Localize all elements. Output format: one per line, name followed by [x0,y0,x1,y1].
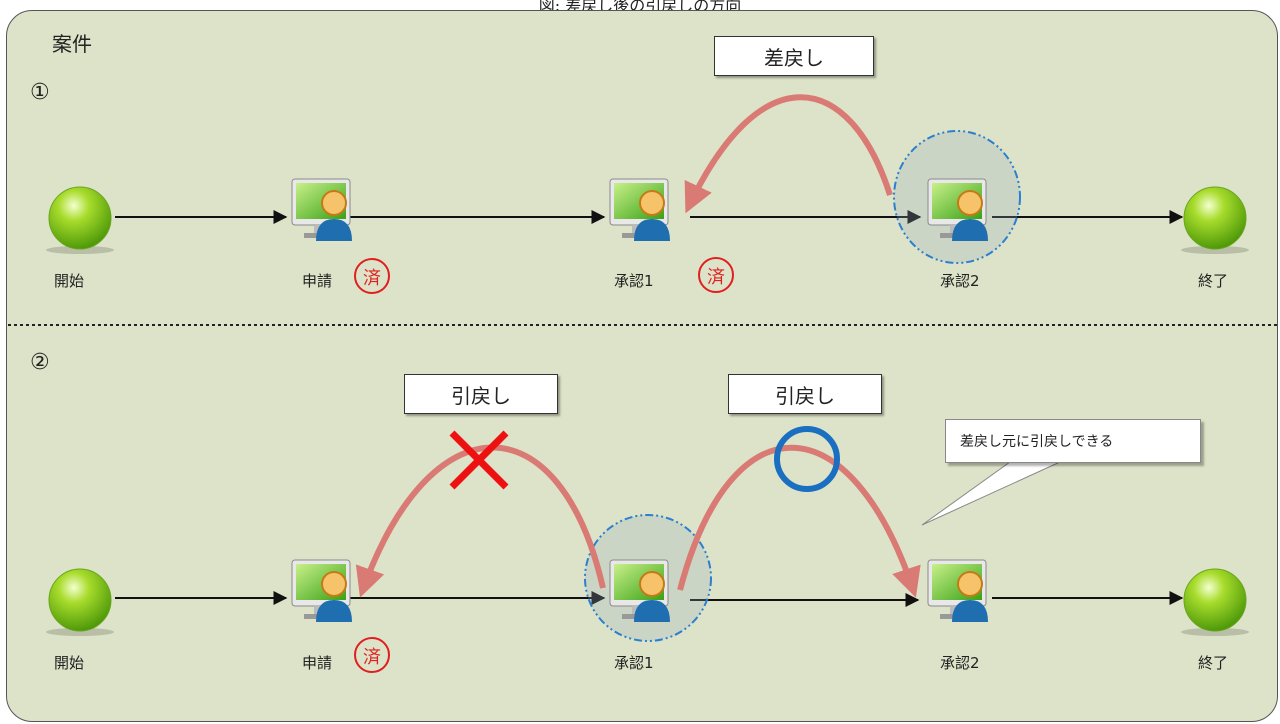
section-1-approve1-stamp-ring [698,257,734,293]
section-1-number: ① [30,80,50,105]
section-2-disallowed-return-arrow [355,444,606,598]
section-2-number: ② [30,350,50,375]
section-2-start-node [45,568,115,637]
section-2-apply-label: 申請 [302,654,333,672]
section-2-allowed-return-arrow [677,444,921,598]
section-1-return-arrow [684,94,893,214]
section-2-apply-stamp-ring [354,637,390,673]
section-2-approve2-node-icon [927,559,989,623]
case-title: 案件 [52,32,92,56]
section-2-apply-stamp: 済 [363,647,381,668]
return-action-box: 差戻し [714,36,874,76]
section-2-start-label: 開始 [54,654,85,672]
section-2-approve2-label: 承認2 [940,654,980,672]
section-1-start-label: 開始 [54,272,85,290]
section-1-approve1-stamp: 済 [707,267,725,288]
pullback-action-box-2: 引戻し [728,374,882,414]
section-2-flow-arrows [115,591,1184,607]
section-1-apply-label: 申請 [302,272,333,290]
section-1-apply-stamp: 済 [363,268,381,289]
section-1-start-node [45,186,115,255]
section-1-end-node [1180,186,1250,255]
section-1-apply-node-icon [291,178,353,242]
section-1-approve1-label: 承認1 [614,272,654,290]
section-2-approve1-label: 承認1 [614,654,654,672]
section-1-approve2-label: 承認2 [940,272,980,290]
cross-mark [449,430,509,490]
callout-pointer [921,461,1061,526]
section-1-approve1-node-icon [609,178,671,242]
callout-note: 差戻し元に引戻しできる [945,419,1201,463]
section-2-end-label: 終了 [1198,654,1229,672]
section-2-apply-node-icon [291,559,353,623]
circle-mark [774,426,840,492]
pullback-action-box-1: 引戻し [404,374,558,414]
section-1-end-label: 終了 [1198,272,1229,290]
section-2-end-node [1180,568,1250,637]
section-1-apply-stamp-ring [354,258,390,294]
